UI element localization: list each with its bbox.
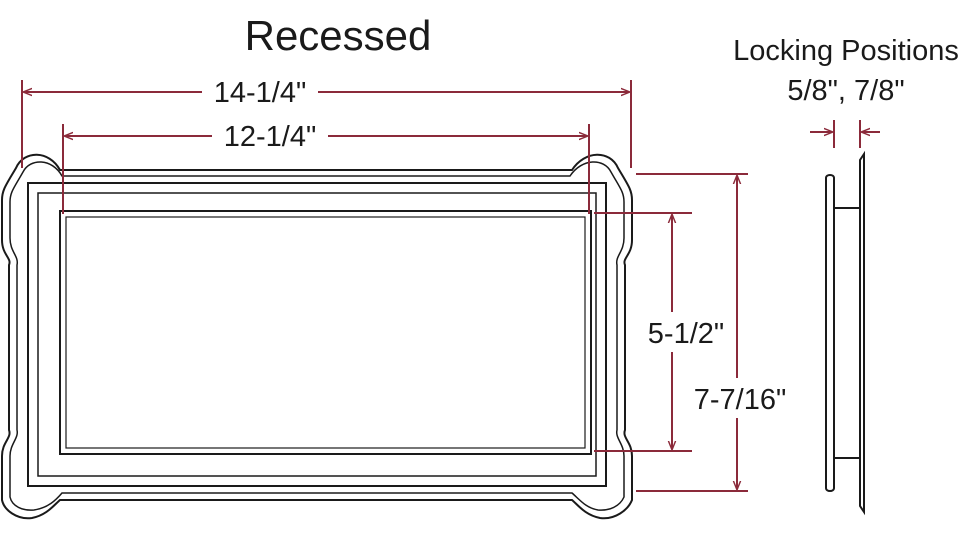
side-front-plate [825,174,835,492]
locking-position-markers [810,120,880,148]
recessed-panel-outer [59,210,592,455]
outer-height-label: 7-7/16" [694,384,787,416]
side-view-profile [825,150,865,516]
locking-positions-heading: Locking Positions [733,35,959,67]
diagram-title: Recessed [245,12,432,59]
vent-front-view [0,153,633,520]
inner-width-label: 12-1/4" [224,121,317,153]
outer-flange-inner-line [9,161,625,511]
frame-rim-inner [37,192,597,477]
inner-height-label: 5-1/2" [648,318,724,350]
outer-width-label: 14-1/4" [214,77,307,109]
dimension-lines [21,80,748,492]
frame-rim-outer [27,182,607,487]
outer-flange-outline [0,153,633,520]
side-back-plate [859,150,865,516]
recessed-panel-inner [65,216,586,449]
locking-positions-values: 5/8", 7/8" [787,75,904,107]
